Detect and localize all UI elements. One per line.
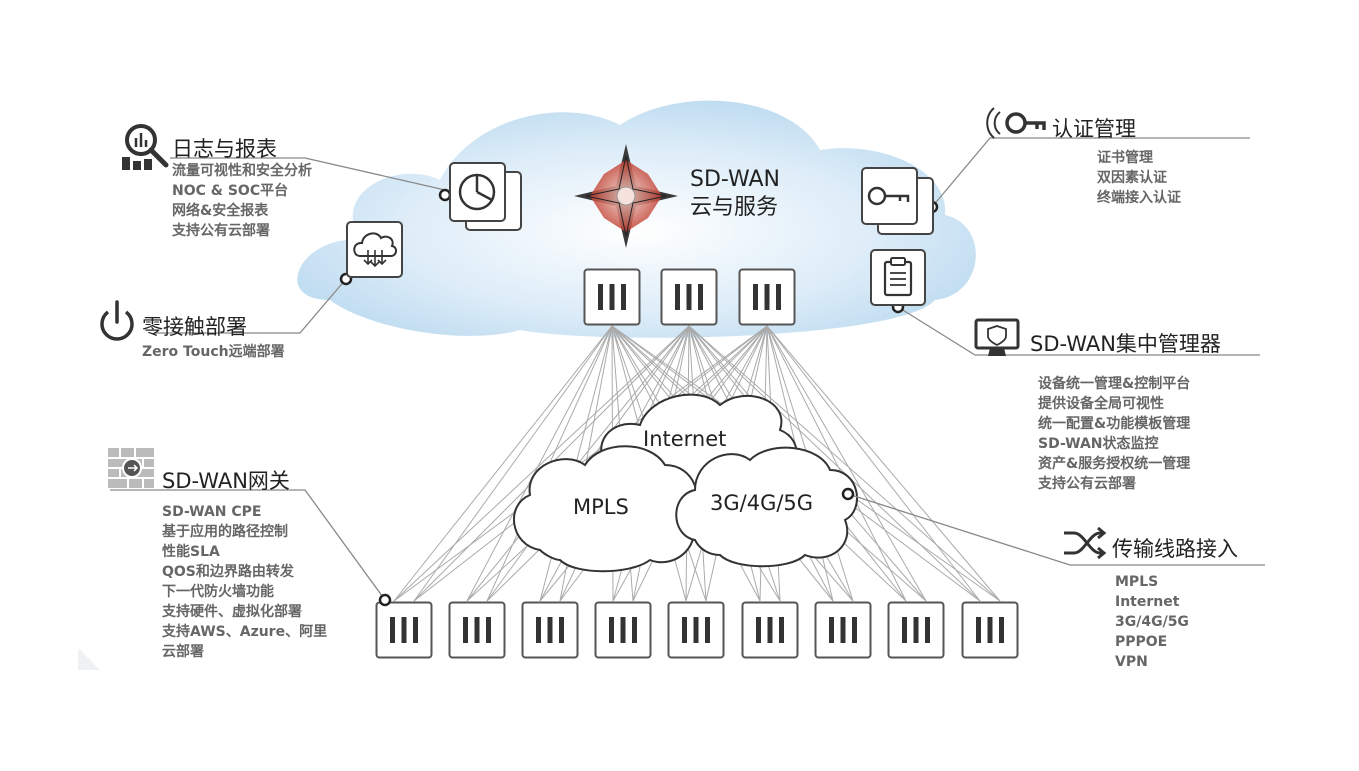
transport-list: MPLS Internet 3G/4G/5G PPPOE VPN	[1115, 572, 1189, 672]
gateway-heading: SD-WAN网关	[162, 469, 290, 493]
cloud-device	[583, 268, 641, 326]
corner-fade	[78, 648, 100, 670]
cloud-download-icon	[346, 221, 403, 278]
gateway-item: QOS和边界路由转发	[162, 564, 294, 580]
transport-item: VPN	[1115, 654, 1148, 670]
edge-device	[961, 601, 1019, 659]
edge-device	[375, 601, 433, 659]
internet-label: Internet	[643, 427, 727, 451]
manager-item: 支持公有云部署	[1038, 476, 1136, 492]
auth-item: 证书管理	[1097, 150, 1153, 166]
manager-item: SD-WAN状态监控	[1038, 436, 1159, 452]
manager-item: 统一配置&功能模板管理	[1038, 416, 1191, 432]
monitor-shield-icon	[974, 318, 1020, 356]
shuffle-icon	[1064, 526, 1107, 560]
gateway-item: 云部署	[162, 644, 204, 660]
edge-device	[521, 601, 579, 659]
manager-heading: SD-WAN集中管理器	[1030, 332, 1221, 356]
mesh-link	[766, 325, 907, 602]
mesh-link	[766, 325, 1001, 602]
mobile-label: 3G/4G/5G	[710, 491, 814, 515]
cloud-title-line1: SD-WAN	[690, 167, 781, 192]
key-card-icon	[861, 167, 934, 235]
mesh-link	[393, 325, 613, 602]
edge-device	[448, 601, 506, 659]
mesh-link	[688, 325, 981, 602]
edge-device	[741, 601, 799, 659]
mesh-link	[413, 325, 613, 602]
mesh-link	[766, 325, 981, 602]
manager-item: 设备统一管理&控制平台	[1038, 376, 1191, 392]
edge-device	[667, 601, 725, 659]
auth-item: 终端接入认证	[1097, 190, 1181, 206]
gateway-item: SD-WAN CPE	[162, 504, 262, 520]
logs-heading: 日志与报表	[172, 137, 277, 161]
manager-item: 提供设备全局可视性	[1038, 396, 1164, 412]
transport-item: MPLS	[1115, 574, 1159, 590]
gateway-icon	[108, 448, 154, 488]
mesh-link	[466, 325, 613, 602]
transport-item: 3G/4G/5G	[1115, 614, 1189, 630]
manager-list: 设备统一管理&控制平台 提供设备全局可视性 统一配置&功能模板管理 SD-WAN…	[1038, 374, 1190, 494]
cloud-devices	[583, 268, 796, 326]
gateway-item: 支持硬件、虚拟化部署	[162, 604, 302, 620]
gateway-item: 支持AWS、Azure、阿里	[162, 624, 328, 640]
logs-item: 网络&安全报表	[172, 203, 269, 219]
mobile-cloud	[675, 446, 858, 568]
leader-lines	[110, 137, 1265, 601]
cloud-title-line2: 云与服务	[690, 195, 779, 220]
edge-device	[814, 601, 872, 659]
key-icon	[986, 107, 1046, 139]
auth-list: 证书管理 双因素认证 终端接入认证	[1097, 148, 1181, 208]
transport-item: Internet	[1115, 594, 1180, 610]
gateway-item: 下一代防火墙功能	[162, 584, 274, 600]
transport-heading: 传输线路接入	[1112, 537, 1238, 561]
zero-touch-heading: 零接触部署	[142, 315, 247, 339]
auth-item: 双因素认证	[1097, 170, 1167, 186]
logs-item: 支持公有云部署	[172, 223, 270, 239]
star-logo	[574, 144, 678, 248]
gateway-item: 基于应用的路径控制	[162, 524, 288, 540]
manager-item: 资产&服务授权统一管理	[1038, 456, 1191, 472]
transport-item: PPPOE	[1115, 634, 1168, 650]
analytics-icon	[122, 124, 169, 170]
gateway-item: 性能SLA	[162, 544, 220, 560]
mpls-cloud	[513, 445, 698, 573]
cloud-title: SD-WAN 云与服务	[690, 166, 780, 222]
clipboard-icon	[870, 249, 926, 306]
edge-device	[594, 601, 652, 659]
zero-touch-list: Zero Touch远端部署	[142, 342, 285, 362]
logs-list: 流量可视性和安全分析 NOC & SOC平台 网络&安全报表 支持公有云部署	[172, 161, 312, 241]
mpls-label: MPLS	[573, 495, 629, 519]
gateway-list: SD-WAN CPE 基于应用的路径控制 性能SLA QOS和边界路由转发 下一…	[162, 502, 327, 662]
power-icon	[100, 300, 134, 341]
edge-device	[887, 601, 945, 659]
cloud-device	[660, 268, 718, 326]
report-icon	[449, 162, 522, 231]
mesh-link	[766, 325, 927, 602]
cloud-device	[738, 268, 796, 326]
edge-devices	[375, 601, 1019, 659]
logs-item: 流量可视性和安全分析	[172, 163, 312, 179]
auth-heading: 认证管理	[1052, 117, 1136, 141]
logs-item: NOC & SOC平台	[172, 183, 289, 199]
zero-touch-item: Zero Touch远端部署	[142, 344, 285, 360]
mesh-link	[393, 325, 690, 602]
